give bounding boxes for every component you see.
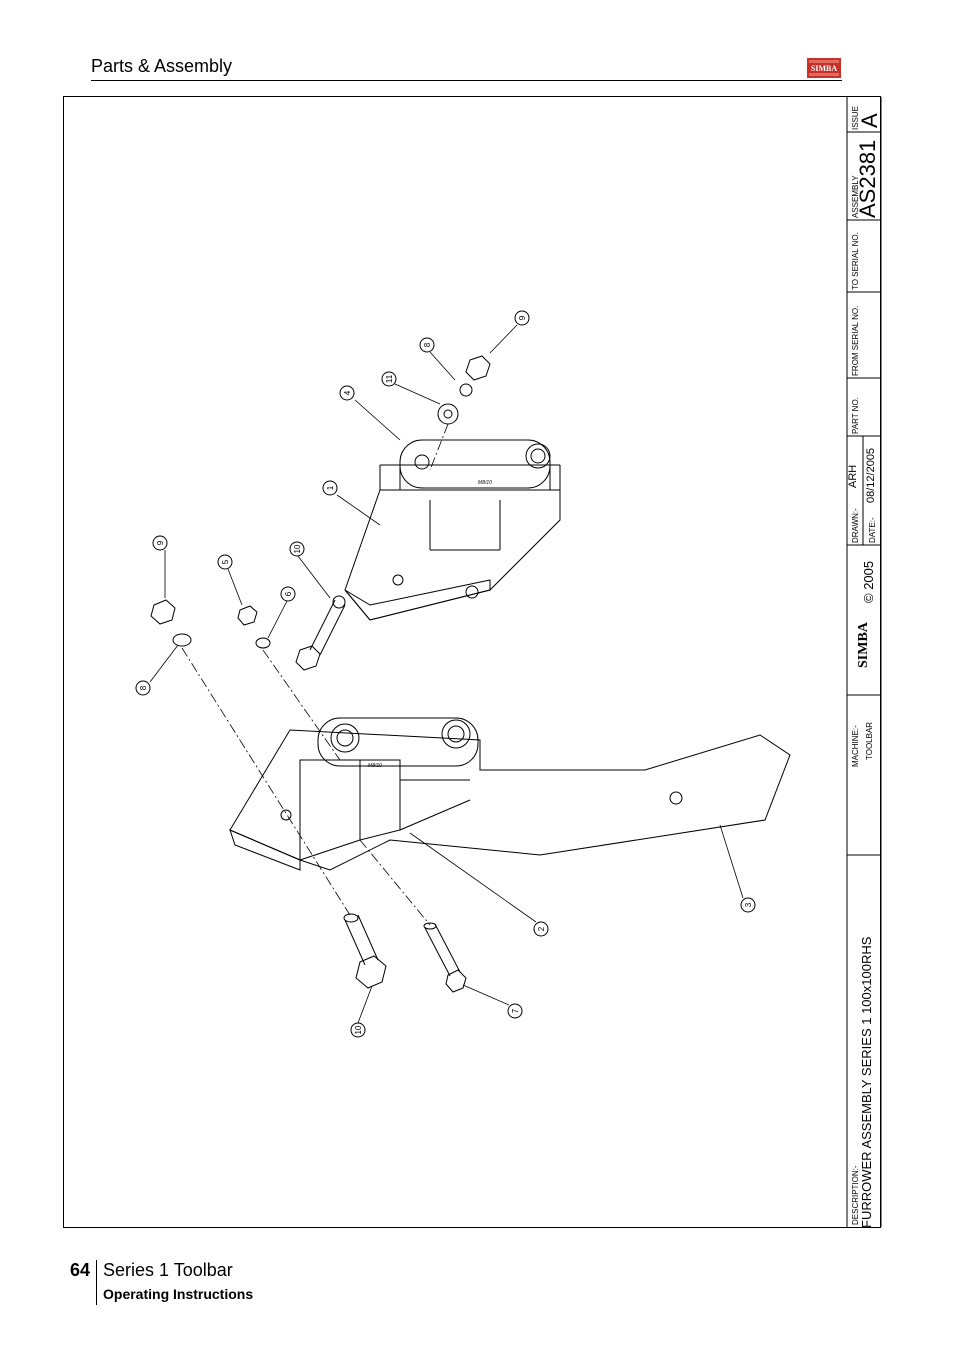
page-number: 64 — [70, 1260, 91, 1280]
to-serial-label: TO SERIAL NO. — [851, 232, 860, 290]
copyright: © 2005 — [861, 560, 876, 603]
footer-subtitle: Operating Instructions — [103, 1286, 254, 1302]
svg-text:9: 9 — [156, 540, 165, 545]
description-value: FURROWER ASSEMBLY SERIES 1 100x100RHS — [859, 936, 874, 1228]
machine-label: MACHINE:- — [851, 725, 860, 767]
balloon-8-lower: 8 — [135, 680, 151, 696]
logo-text: SIMBA — [811, 64, 837, 73]
plate-mark-upper: M8/10 — [478, 480, 492, 486]
footer-divider — [96, 1260, 97, 1305]
balloon-10-upper: 10 — [289, 541, 305, 557]
part-no-label: PART NO. — [851, 397, 860, 434]
balloon-8-upper: 8 — [419, 337, 435, 353]
date-label: DATE:- — [868, 517, 877, 543]
svg-text:8: 8 — [139, 685, 148, 690]
svg-text:4: 4 — [343, 390, 352, 395]
header-divider — [91, 80, 842, 81]
svg-text:2: 2 — [537, 926, 546, 931]
issue-value: A — [857, 113, 882, 128]
drawn-label: DRAWN:- — [851, 508, 860, 543]
balloon-11: 11 — [381, 371, 397, 387]
from-serial-label: FROM SERIAL NO. — [851, 305, 860, 376]
balloon-9-upper: 9 — [514, 310, 530, 326]
plate-mark-lower: M8/10 — [368, 763, 382, 769]
section-title: Parts & Assembly — [91, 56, 233, 76]
svg-text:6: 6 — [284, 591, 293, 596]
svg-text:3: 3 — [744, 902, 753, 907]
svg-text:1: 1 — [326, 485, 335, 490]
drawing-date: 08/12/2005 — [865, 447, 877, 503]
assembly-number: AS2381 — [855, 139, 880, 218]
drawn-by: ARH — [847, 464, 859, 488]
company-name: SIMBA — [856, 622, 871, 668]
balloon-4: 4 — [339, 385, 355, 401]
machine-value: TOOLBAR — [865, 721, 874, 760]
svg-text:10: 10 — [354, 1025, 363, 1034]
balloon-7: 7 — [507, 1003, 523, 1019]
svg-text:10: 10 — [293, 544, 302, 553]
simba-logo-icon: SIMBA — [807, 58, 841, 78]
svg-text:9: 9 — [518, 315, 527, 320]
balloon-6: 6 — [280, 586, 296, 602]
balloon-9-lower: 9 — [152, 535, 168, 551]
balloon-2: 2 — [533, 921, 549, 937]
balloon-1: 1 — [322, 480, 338, 496]
footer-title: Series 1 Toolbar — [103, 1260, 233, 1280]
svg-text:11: 11 — [385, 374, 394, 383]
balloon-10-lower: 10 — [350, 1022, 366, 1038]
balloon-3: 3 — [740, 897, 756, 913]
svg-text:7: 7 — [511, 1008, 520, 1013]
balloon-5: 5 — [217, 554, 233, 570]
svg-text:8: 8 — [423, 342, 432, 347]
svg-text:5: 5 — [221, 559, 230, 564]
